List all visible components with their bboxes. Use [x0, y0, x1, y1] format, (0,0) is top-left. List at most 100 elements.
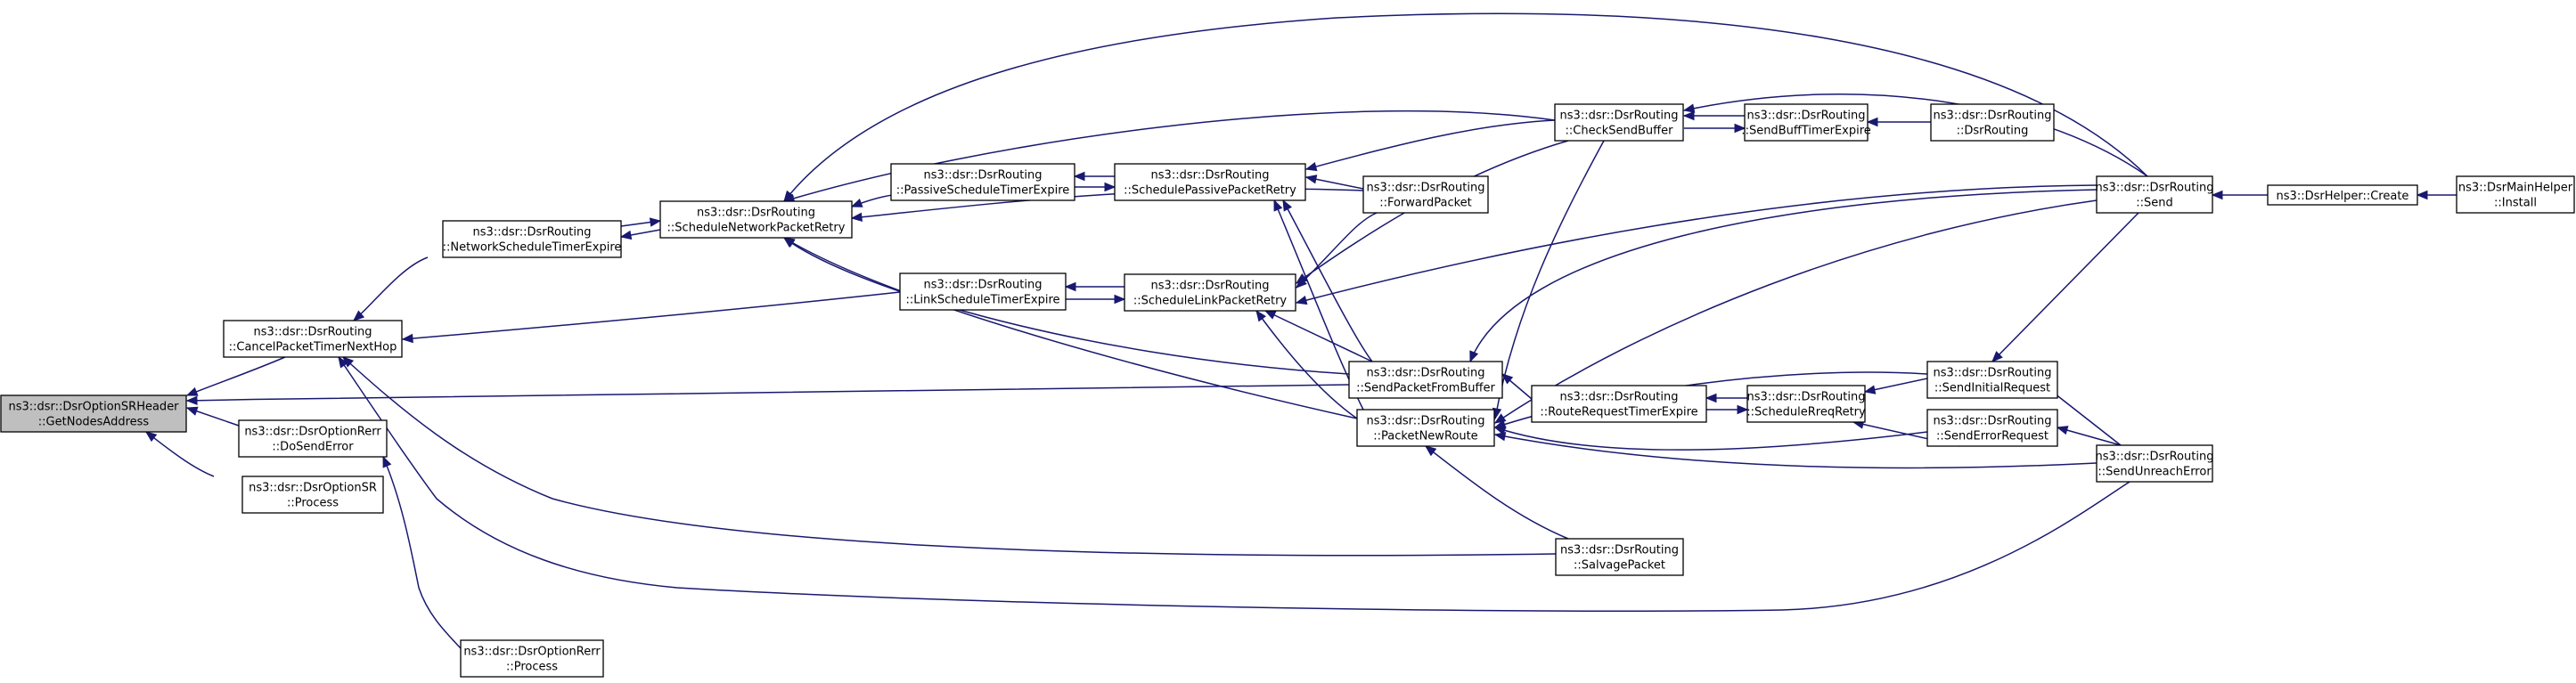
call-nodes: ns3::dsr::DsrOptionSRHeader::GetNodesAdd… — [0, 103, 2575, 678]
call-edge — [1494, 140, 1605, 419]
node-box[interactable] — [1555, 538, 1684, 576]
node-box[interactable] — [2096, 175, 2213, 214]
arrowhead-icon — [1114, 294, 1126, 305]
node-label-method: ::Process — [287, 497, 339, 510]
node-box[interactable] — [1124, 273, 1296, 312]
arrowhead-icon — [2416, 190, 2428, 200]
node-box[interactable] — [659, 200, 853, 239]
node-box[interactable] — [1926, 409, 2058, 447]
arrowhead-icon — [342, 356, 355, 368]
graph-node-srr[interactable]: ns3::dsr::DsrRouting::ScheduleRreqRetry — [1746, 385, 1866, 423]
node-label-method: ::SchedulePassivePacketRetry — [1124, 184, 1296, 198]
node-box[interactable] — [2096, 444, 2213, 483]
node-label-namespace: ns3::dsr::DsrRouting — [1747, 110, 1866, 123]
graph-node-svp[interactable]: ns3::dsr::DsrRouting::SalvagePacket — [1555, 538, 1684, 576]
node-box[interactable] — [1930, 103, 2055, 142]
call-edge — [2057, 427, 2122, 446]
node-label-method: ::PacketNewRoute — [1373, 430, 1477, 443]
node-box[interactable] — [442, 220, 622, 258]
call-edge — [338, 356, 2130, 613]
graph-node-spp[interactable]: ns3::dsr::DsrRouting::SchedulePassivePac… — [1114, 163, 1306, 201]
graph-node-spf[interactable]: ns3::dsr::DsrRouting::SendPacketFromBuff… — [1348, 361, 1503, 399]
arrowhead-icon — [850, 212, 863, 223]
graph-node-pnr[interactable]: ns3::dsr::DsrRouting::PacketNewRoute — [1356, 409, 1495, 447]
node-box[interactable] — [2456, 175, 2575, 214]
node-label-namespace: ns3::dsr::DsrRouting — [1151, 169, 1270, 183]
node-box[interactable] — [0, 394, 187, 433]
call-edge — [1305, 119, 1556, 170]
node-box[interactable] — [2267, 184, 2418, 206]
graph-node-rrt[interactable]: ns3::dsr::DsrRouting::RouteRequestTimerE… — [1531, 385, 1707, 423]
arrowhead-icon — [619, 230, 633, 240]
node-box[interactable] — [1348, 361, 1503, 399]
node-box[interactable] — [238, 419, 388, 458]
call-edge — [1296, 212, 1378, 289]
node-label-method: ::SendInitialRequest — [1934, 382, 2050, 395]
call-edge — [783, 237, 1350, 375]
node-box[interactable] — [1554, 103, 1684, 142]
graph-node-ctor[interactable]: ns3::dsr::DsrRouting::DsrRouting — [1930, 103, 2055, 142]
node-label-namespace: ns3::dsr::DsrRouting — [254, 326, 372, 339]
graph-node-hcr[interactable]: ns3::DsrHelper::Create — [2267, 184, 2418, 206]
node-label-method: ::SendErrorRequest — [1936, 430, 2049, 443]
graph-node-mhi[interactable]: ns3::DsrMainHelper::Install — [2456, 175, 2575, 214]
arrowhead-icon — [2056, 426, 2069, 435]
node-label-namespace: ns3::dsr::DsrRouting — [1367, 367, 1485, 380]
arrowhead-icon — [1682, 110, 1695, 121]
node-box[interactable] — [1362, 175, 1489, 214]
node-label-method: ::Send — [2136, 197, 2173, 210]
node-label-namespace: ns3::dsr::DsrRouting — [1151, 280, 1270, 293]
graph-node-sir[interactable]: ns3::dsr::DsrRouting::SendInitialRequest — [1926, 361, 2058, 399]
graph-node-sue[interactable]: ns3::dsr::DsrRouting::SendUnreachError — [2096, 444, 2214, 483]
node-label-namespace: ns3::dsr::DsrOptionSRHeader — [8, 401, 179, 414]
graph-node-snp[interactable]: ns3::dsr::DsrRouting::ScheduleNetworkPac… — [659, 200, 853, 239]
graph-node-gna[interactable]: ns3::dsr::DsrOptionSRHeader::GetNodesAdd… — [0, 394, 187, 433]
graph-node-osp[interactable]: ns3::dsr::DsrOptionSR::Process — [241, 476, 384, 514]
node-label-method: ::CheckSendBuffer — [1566, 125, 1674, 138]
arrowhead-icon — [1273, 199, 1283, 212]
node-box[interactable] — [1926, 361, 2058, 399]
call-edge — [382, 456, 462, 649]
arrowhead-icon — [1469, 350, 1479, 363]
graph-node-csb[interactable]: ns3::dsr::DsrRouting::CheckSendBuffer — [1554, 103, 1684, 142]
node-label-method: ::NetworkScheduleTimerExpire — [443, 241, 622, 255]
arrowhead-icon — [1282, 199, 1293, 212]
node-box[interactable] — [899, 272, 1067, 311]
node-box[interactable] — [1744, 103, 1869, 142]
node-label-namespace: ns3::dsr::DsrRouting — [473, 226, 592, 240]
call-edge — [353, 256, 429, 321]
graph-node-orp[interactable]: ns3::dsr::DsrOptionRerr::Process — [460, 639, 604, 678]
graph-node-cpt[interactable]: ns3::dsr::DsrRouting::CancelPacketTimerN… — [223, 320, 403, 358]
node-box[interactable] — [890, 163, 1075, 201]
node-box[interactable] — [223, 320, 403, 358]
node-label-method: ::DoSendError — [272, 441, 354, 454]
call-edge — [1469, 189, 2098, 362]
node-box[interactable] — [1746, 385, 1866, 423]
node-box[interactable] — [1356, 409, 1495, 447]
node-label-method: ::SendBuffTimerExpire — [1741, 125, 1871, 138]
graph-node-pst[interactable]: ns3::dsr::DsrRouting::PassiveScheduleTim… — [890, 163, 1075, 201]
node-label-namespace: ns3::dsr::DsrRouting — [1747, 391, 1866, 404]
call-edge — [1683, 94, 2148, 177]
graph-node-nst[interactable]: ns3::dsr::DsrRouting::NetworkScheduleTim… — [442, 220, 622, 258]
graph-node-snd[interactable]: ns3::dsr::DsrRouting::Send — [2096, 175, 2214, 214]
graph-node-sbt[interactable]: ns3::dsr::DsrRouting::SendBuffTimerExpir… — [1741, 103, 1871, 142]
call-edge — [1296, 184, 2098, 304]
node-label-namespace: ns3::dsr::DsrRouting — [1560, 110, 1679, 123]
graph-node-dse[interactable]: ns3::dsr::DsrOptionRerr::DoSendError — [238, 419, 388, 458]
node-box[interactable] — [1531, 385, 1707, 423]
node-box[interactable] — [1114, 163, 1306, 201]
node-label-method: ::SendUnreachError — [2098, 466, 2212, 479]
node-box[interactable] — [460, 639, 604, 678]
graph-node-ser[interactable]: ns3::dsr::DsrRouting::SendErrorRequest — [1926, 409, 2058, 447]
graph-node-slp[interactable]: ns3::dsr::DsrRouting::ScheduleLinkPacket… — [1124, 273, 1296, 312]
node-label-method: ::DsrRouting — [1957, 125, 2029, 138]
node-label-namespace: ns3::dsr::DsrRouting — [1934, 367, 2052, 380]
arrowhead-icon — [1682, 103, 1696, 113]
graph-node-fwd[interactable]: ns3::dsr::DsrRouting::ForwardPacket — [1362, 175, 1489, 214]
node-box[interactable] — [241, 476, 384, 514]
node-label-namespace: ns3::dsr::DsrRouting — [1560, 391, 1679, 404]
graph-node-lst[interactable]: ns3::dsr::DsrRouting::LinkScheduleTimerE… — [899, 272, 1067, 311]
call-edge — [1264, 310, 1373, 362]
call-edge — [1864, 378, 1928, 393]
